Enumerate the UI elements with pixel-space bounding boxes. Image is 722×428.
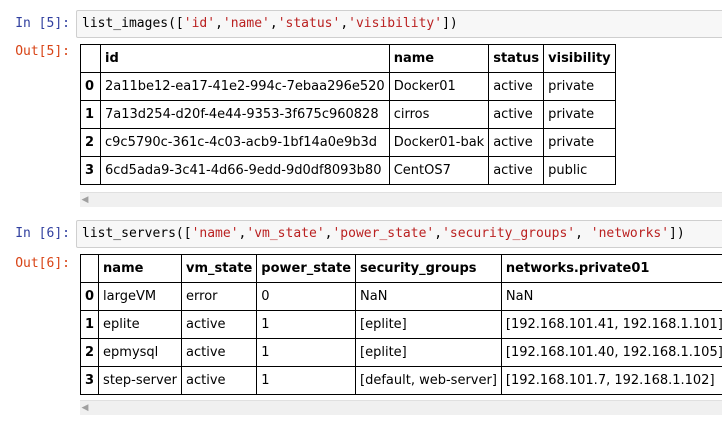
table-cell: 1 (256, 366, 357, 395)
table-cell: largeVM (98, 282, 183, 311)
table-cell: step-server (98, 366, 183, 395)
table-cell: Docker01 (388, 72, 490, 101)
table-cell: private (543, 72, 616, 101)
table-row: 1 7a13d254-d20f-4e44-9353-3f675c960828 c… (80, 100, 616, 129)
code-arg: 'name' (191, 226, 239, 241)
table-cell: eplite (98, 310, 183, 339)
table-cell: Docker01-bak (388, 128, 490, 157)
table-header-row: id name status visibility (80, 44, 616, 73)
table-cell: 2a11be12-ea17-41e2-994c-7ebaa296e520 (100, 72, 390, 101)
table-cell: [default, web-server] (355, 366, 502, 395)
column-header: status (488, 44, 545, 73)
column-header: security_groups (355, 254, 502, 283)
table-cell: CentOS7 (388, 156, 490, 185)
code-arg: 'networks' (582, 226, 670, 241)
table-cell: public (543, 156, 616, 185)
table-row: 0 largeVM error 0 NaN NaN (79, 282, 722, 311)
table-cell: [192.168.101.7, 192.168.1.102] (500, 366, 722, 395)
images-table: id name status visibility 0 2a11be12-ea1… (80, 44, 616, 185)
table-row: 2 c9c5790c-361c-4c03-acb9-1bf14a0e9b3d D… (80, 128, 616, 157)
row-index: 3 (79, 366, 100, 395)
column-header (79, 254, 100, 283)
code-fn: list_servers([ (82, 226, 192, 241)
table-cell: active (488, 128, 545, 157)
servers-table: name vm_state power_state security_group… (79, 254, 722, 395)
row-index: 2 (79, 338, 100, 367)
code-arg: 'vm_state' (246, 226, 325, 241)
table-cell: active (181, 366, 258, 395)
row-index: 1 (80, 100, 101, 129)
table-cell: [eplite] (355, 338, 502, 367)
column-header: power_state (256, 254, 357, 283)
cell6-horizontal-scrollbar[interactable]: ◀ (80, 400, 722, 415)
table-cell: [eplite] (355, 310, 502, 339)
row-index: 0 (80, 72, 101, 101)
row-index: 1 (79, 310, 100, 339)
code-end: ]) (669, 226, 685, 241)
row-index: 0 (79, 282, 100, 311)
table-cell: active (181, 338, 258, 367)
cell5-output-prompt: Out[5]: (15, 44, 70, 59)
table-cell: epmysql (98, 338, 183, 367)
code-arg: 'power_state' (332, 226, 435, 241)
code-arg: 'id' (183, 16, 216, 31)
scroll-left-icon[interactable]: ◀ (81, 195, 89, 205)
table-cell: error (181, 282, 258, 311)
table-cell: NaN (500, 282, 722, 311)
code-arg: 'visibility' (348, 16, 443, 31)
column-header: name (98, 254, 183, 283)
column-header: name (388, 44, 490, 73)
table-header-row: name vm_state power_state security_group… (79, 254, 722, 283)
code-arg: 'name' (222, 16, 270, 31)
scroll-left-icon[interactable]: ◀ (81, 403, 89, 413)
table-cell: private (543, 128, 616, 157)
table-cell: [192.168.101.40, 192.168.1.105] (500, 338, 722, 367)
table-cell: c9c5790c-361c-4c03-acb9-1bf14a0e9b3d (100, 128, 390, 157)
table-cell: 1 (256, 310, 357, 339)
table-cell: 1 (256, 338, 357, 367)
column-header: visibility (543, 44, 616, 73)
column-header: id (100, 44, 390, 73)
table-row: 2 epmysql active 1 [eplite] [192.168.101… (79, 338, 722, 367)
table-cell: active (488, 100, 545, 129)
table-row: 3 6cd5ada9-3c41-4d66-9edd-9d0df8093b80 C… (80, 156, 616, 185)
table-cell: [192.168.101.41, 192.168.1.101] (500, 310, 722, 339)
table-cell: private (543, 100, 616, 129)
row-index: 3 (80, 156, 101, 185)
table-cell: NaN (355, 282, 502, 311)
column-header: vm_state (181, 254, 258, 283)
cell6-output-prompt: Out[6]: (15, 256, 70, 271)
cell5-code-input[interactable]: list_images(['id','name','status','visib… (76, 10, 722, 38)
table-row: 1 eplite active 1 [eplite] [192.168.101.… (79, 310, 722, 339)
table-row: 3 step-server active 1 [default, web-ser… (79, 366, 722, 395)
cell6-code-input[interactable]: list_servers(['name','vm_state','power_s… (76, 220, 722, 248)
table-cell: 7a13d254-d20f-4e44-9353-3f675c960828 (100, 100, 390, 129)
cell5-horizontal-scrollbar[interactable]: ◀ (80, 192, 722, 207)
table-row: 0 2a11be12-ea17-41e2-994c-7ebaa296e520 D… (80, 72, 616, 101)
cell6-input-prompt: In [6]: (15, 226, 70, 241)
table-cell: active (181, 310, 258, 339)
table-cell: active (488, 156, 545, 185)
table-cell: active (488, 72, 545, 101)
code-arg: 'security_groups' (442, 226, 576, 241)
column-header (80, 44, 101, 73)
table-cell: cirros (388, 100, 490, 129)
cell5-input-prompt: In [5]: (15, 16, 70, 31)
table-cell: 0 (256, 282, 357, 311)
code-end: ]) (442, 16, 458, 31)
table-cell: 6cd5ada9-3c41-4d66-9edd-9d0df8093b80 (100, 156, 390, 185)
row-index: 2 (80, 128, 101, 157)
code-arg: 'status' (277, 16, 341, 31)
code-fn: list_images([ (82, 16, 184, 31)
column-header: networks.private01 (500, 254, 722, 283)
